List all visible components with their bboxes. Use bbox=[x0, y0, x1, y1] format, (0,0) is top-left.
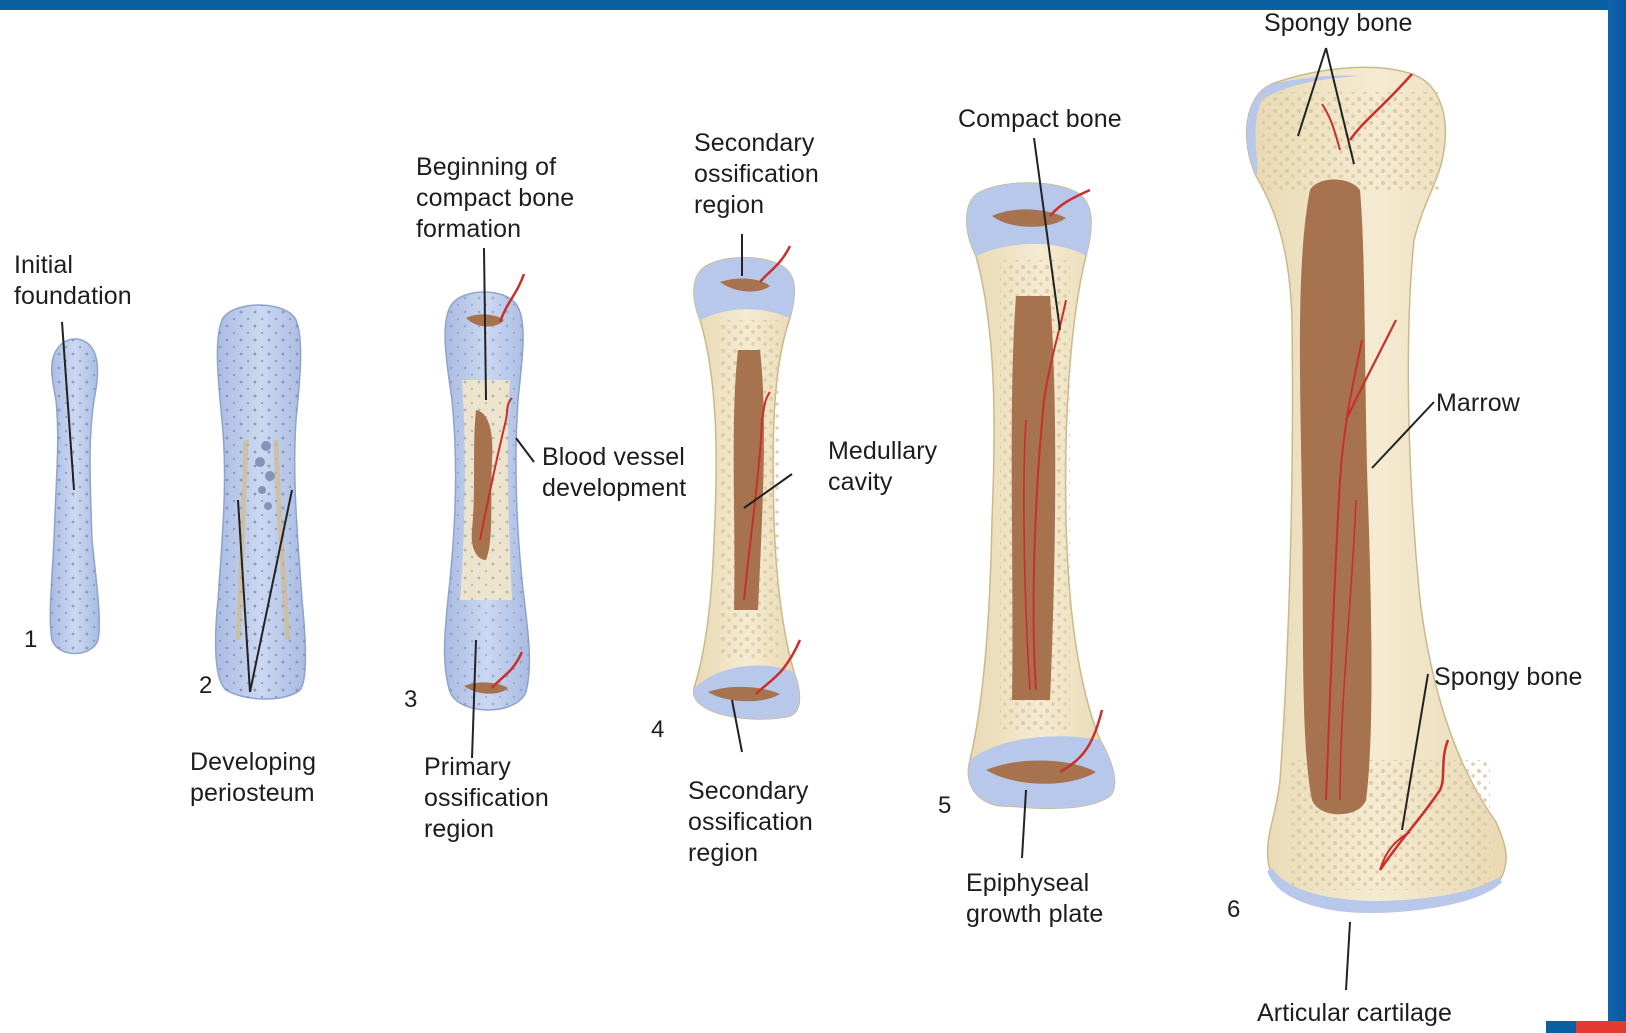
label-secondary-ossification-top: Secondary ossification region bbox=[694, 128, 819, 221]
stage-number-3: 3 bbox=[404, 686, 417, 714]
label-beginning-compact-bone: Beginning of compact bone formation bbox=[416, 152, 574, 245]
bone-stage-6 bbox=[1247, 67, 1506, 910]
label-blood-vessel-development: Blood vessel development bbox=[542, 442, 686, 504]
bone-stage-3 bbox=[445, 274, 530, 710]
bone-stage-1 bbox=[50, 339, 99, 654]
stage-number-4: 4 bbox=[651, 716, 664, 744]
label-marrow: Marrow bbox=[1436, 388, 1520, 419]
label-medullary-cavity: Medullary cavity bbox=[828, 436, 937, 498]
stage-number-2: 2 bbox=[199, 672, 212, 700]
bone-stage-4 bbox=[694, 246, 800, 719]
label-initial-foundation: Initial foundation bbox=[14, 250, 132, 312]
label-developing-periosteum: Developing periosteum bbox=[190, 747, 316, 809]
bone-stage-5 bbox=[967, 183, 1115, 808]
label-epiphyseal-growth-plate: Epiphyseal growth plate bbox=[966, 868, 1103, 930]
label-articular-cartilage: Articular cartilage bbox=[1257, 998, 1452, 1029]
label-compact-bone: Compact bone bbox=[958, 104, 1122, 135]
stage-number-6: 6 bbox=[1227, 896, 1240, 924]
label-spongy-bone-right: Spongy bone bbox=[1434, 662, 1582, 693]
stage-number-5: 5 bbox=[938, 792, 951, 820]
label-secondary-ossification-bottom: Secondary ossification region bbox=[688, 776, 813, 869]
stage-number-1: 1 bbox=[24, 626, 37, 654]
label-primary-ossification-region: Primary ossification region bbox=[424, 752, 549, 845]
label-spongy-bone-top: Spongy bone bbox=[1264, 8, 1412, 39]
